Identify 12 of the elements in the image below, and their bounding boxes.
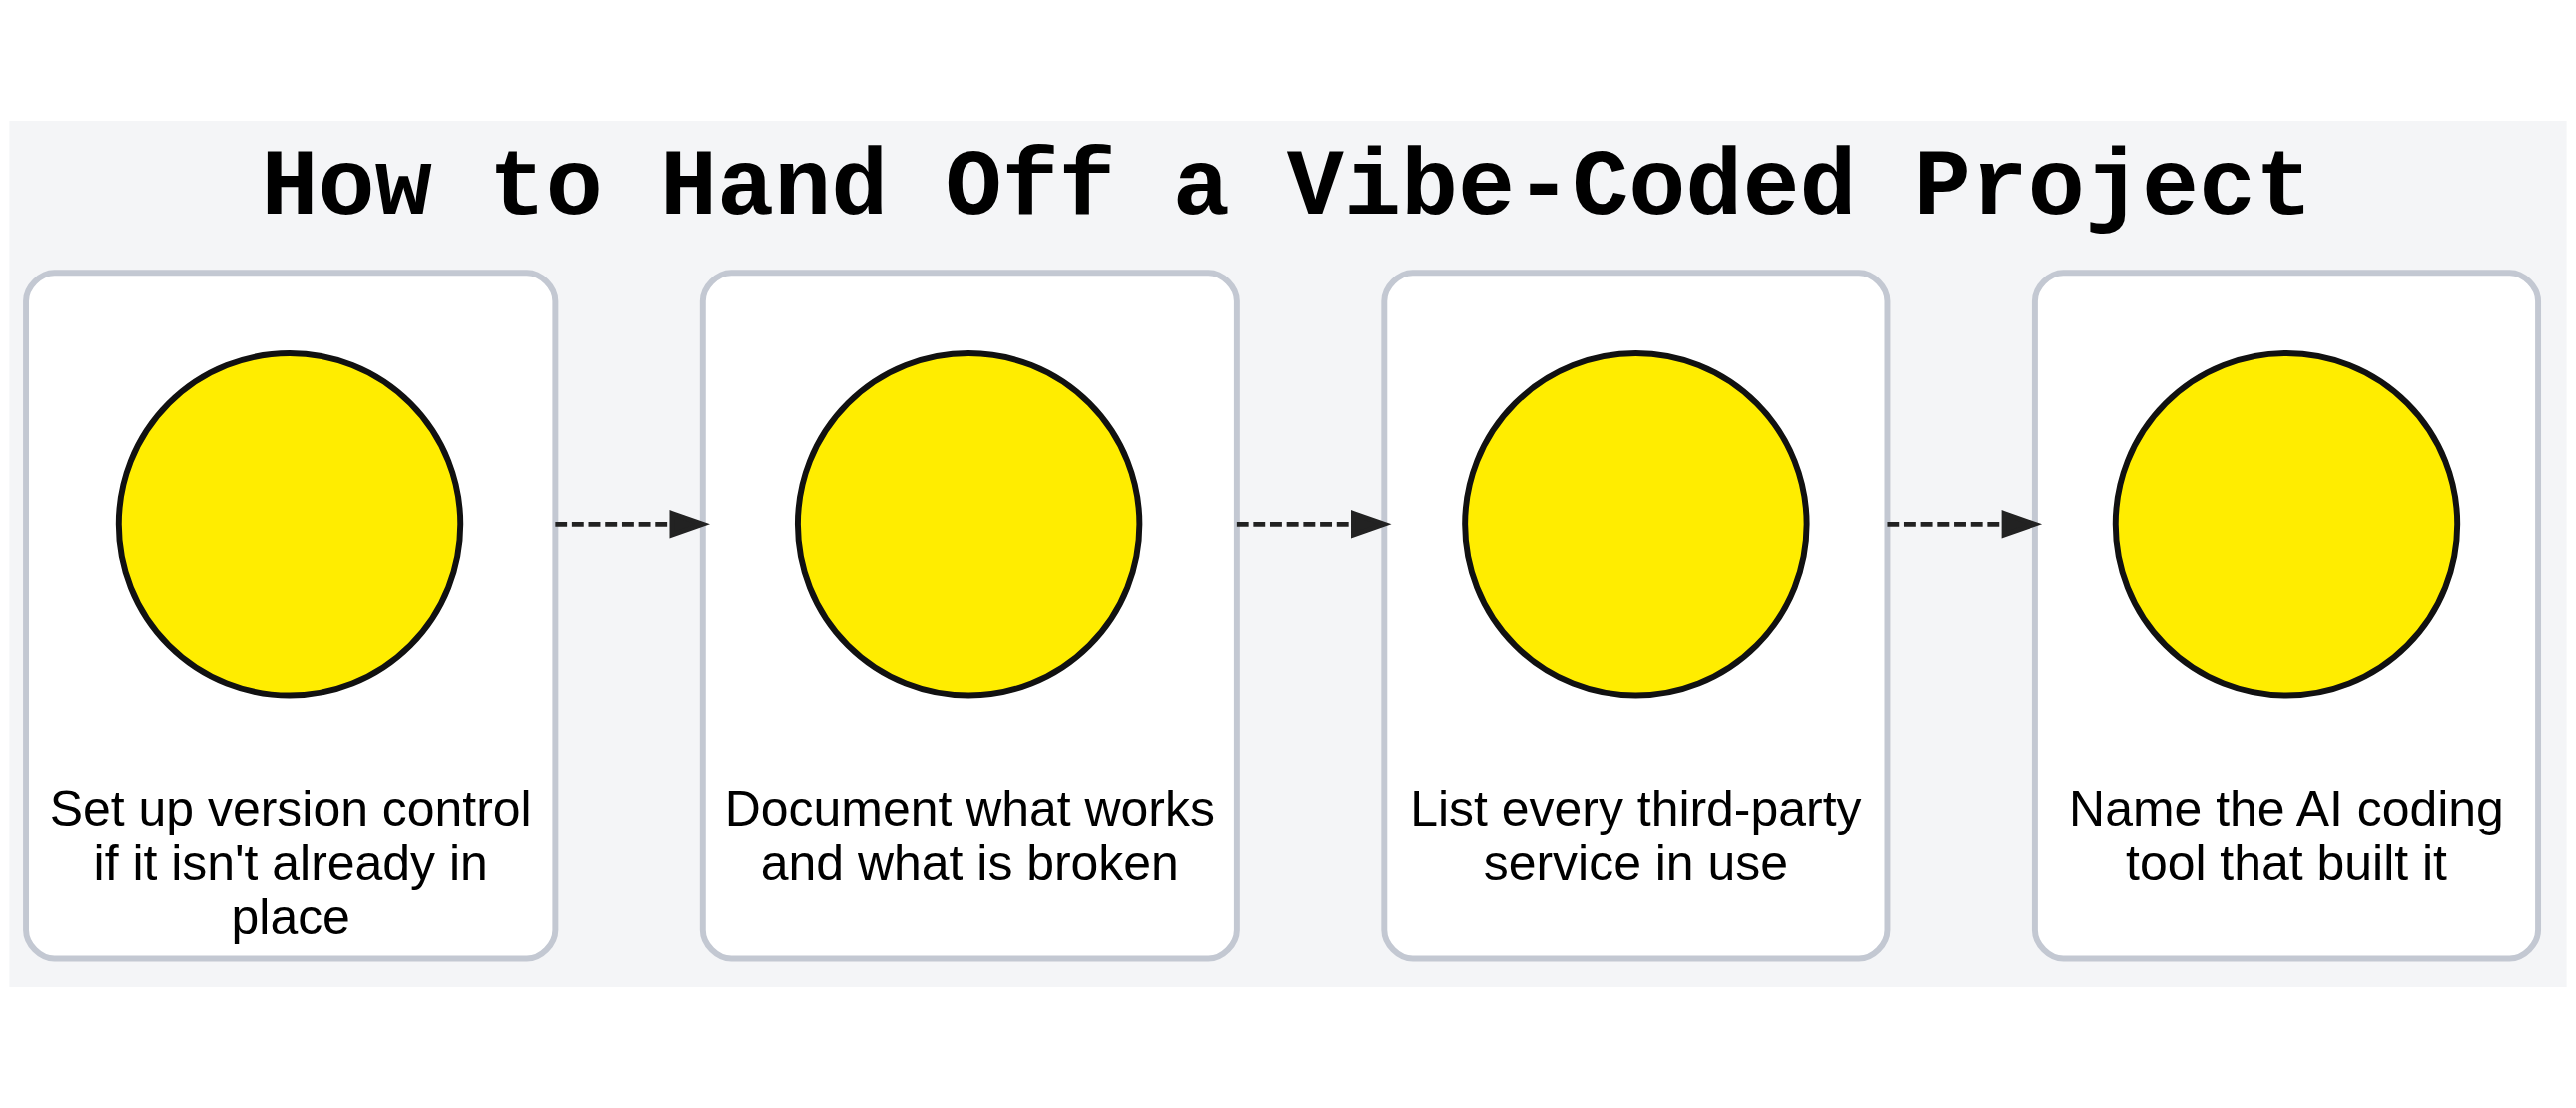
cluster: Set up version control if it isn't already in place [23,270,559,962]
cluster: Document what works and what is broken [699,270,1240,962]
arrow [1887,510,2043,539]
arrow [555,510,710,539]
node-circle [115,350,464,699]
node-circle [794,350,1143,699]
node-circle [2112,350,2461,699]
cluster: List every third-party service in use [1381,270,1891,962]
cluster: Name the AI coding tool that built it [2031,270,2542,962]
diagram-title: How to Hand Off a Vibe-Coded Project [261,134,2313,243]
node-circle [1462,350,1810,699]
arrow [1236,510,1392,539]
